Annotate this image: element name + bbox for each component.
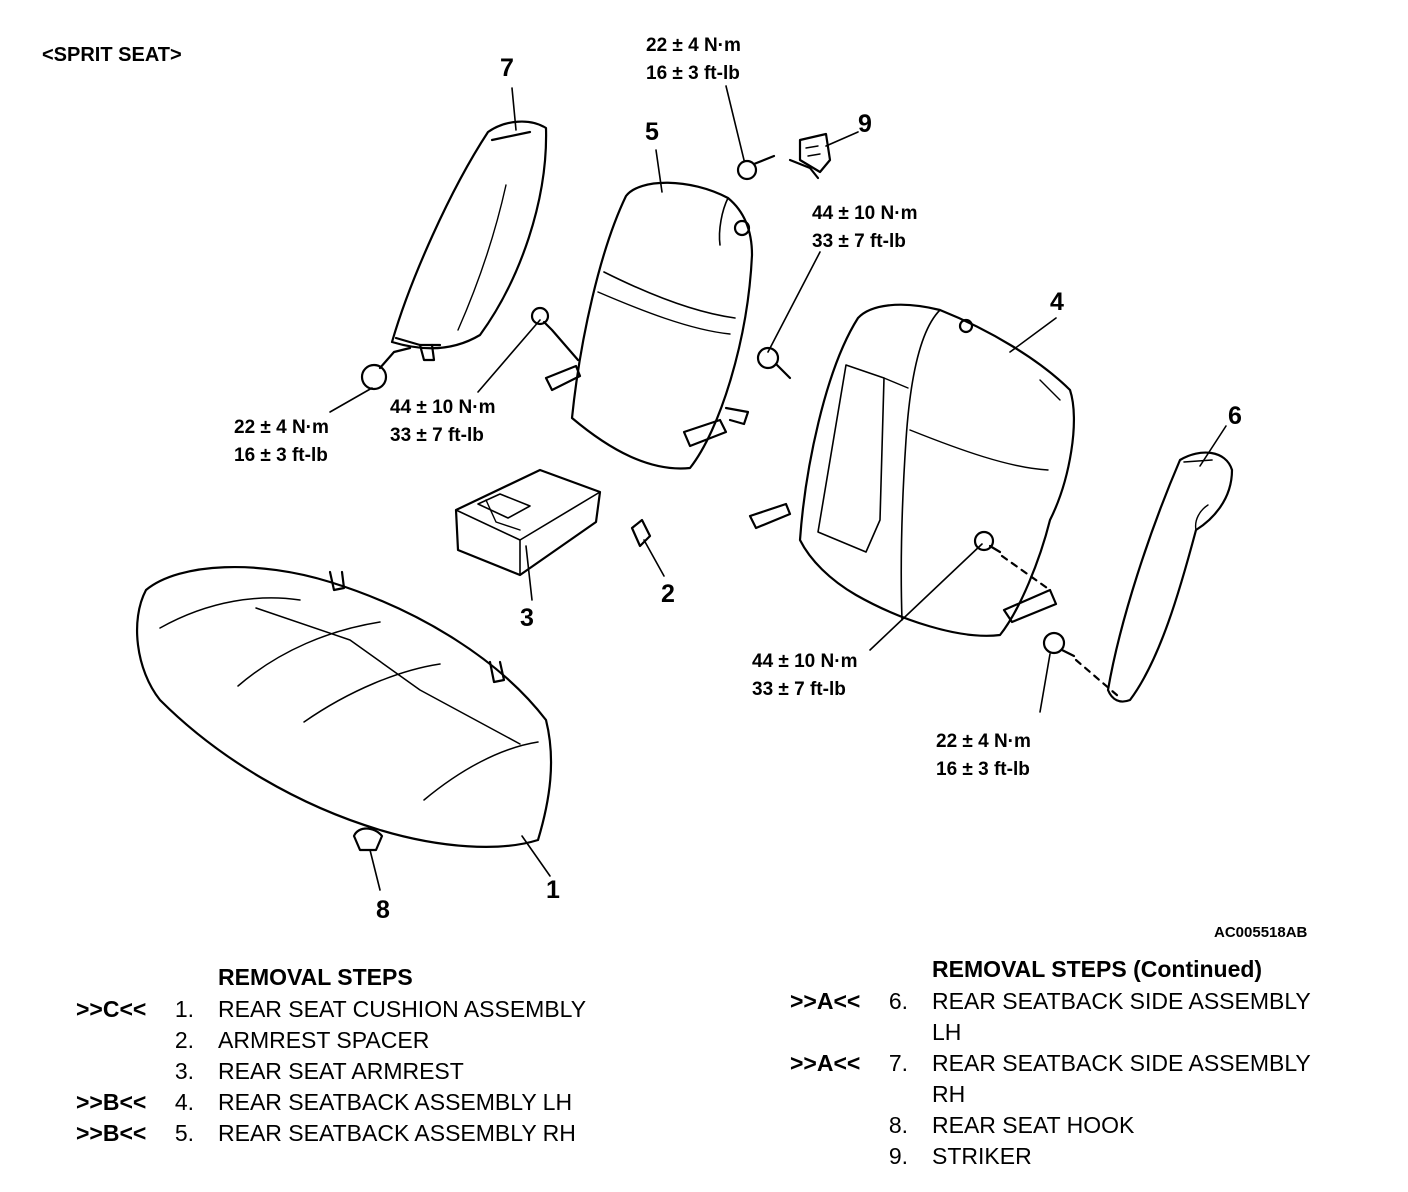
torque-metric: 44 ± 10 N·m [812, 203, 918, 224]
bolt-left-mid [530, 306, 580, 362]
seatback-side-rh-part [390, 120, 548, 362]
step-number: 5. [174, 1120, 194, 1146]
torque-striker-bolt: 22 ± 4 N·m 16 ± 3 ft-lb [646, 32, 741, 88]
torque-top-right: 44 ± 10 N·m 33 ± 7 ft-lb [812, 200, 917, 256]
step-text: REAR SEAT ARMREST [218, 1058, 464, 1084]
callout-6: 6 [1228, 402, 1242, 430]
step-mark: >>C<< [76, 996, 147, 1022]
seat-hook-part [352, 827, 384, 852]
diagram-title: <SPRIT SEAT> [42, 44, 182, 66]
torque-imperial: 33 ± 7 ft-lb [390, 425, 484, 446]
seatback-lh-part [748, 303, 1076, 637]
bolt-lower-center [973, 530, 1052, 592]
striker-bolt [736, 154, 776, 181]
callout-4: 4 [1050, 288, 1064, 316]
seat-cushion-part [136, 565, 553, 848]
torque-imperial: 16 ± 3 ft-lb [936, 759, 1030, 780]
step-mark: >>B<< [76, 1089, 147, 1115]
armrest-spacer-part [630, 518, 652, 548]
exploded-seat-diagram [136, 85, 1234, 891]
removal-steps-heading: REMOVAL STEPS [218, 964, 413, 990]
step-number: 8. [888, 1112, 908, 1138]
torque-center-low: 44 ± 10 N·m 33 ± 7 ft-lb [752, 648, 857, 704]
step-number: 7. [888, 1050, 908, 1076]
callout-1: 1 [546, 876, 560, 904]
bolt-left-low [360, 346, 412, 391]
torque-imperial: 33 ± 7 ft-lb [752, 679, 846, 700]
bolt-lower-right [1042, 631, 1120, 698]
step-number: 9. [888, 1143, 908, 1169]
step-number: 1. [174, 996, 194, 1022]
callout-2: 2 [661, 580, 675, 608]
seatback-side-lh-part [1106, 451, 1234, 703]
striker-part [788, 132, 832, 180]
callout-3: 3 [520, 604, 534, 632]
torque-imperial: 16 ± 3 ft-lb [646, 63, 740, 84]
torque-metric: 22 ± 4 N·m [936, 731, 1031, 752]
callout-5: 5 [645, 118, 659, 146]
step-mark: >>B<< [76, 1120, 147, 1146]
callout-9: 9 [858, 110, 872, 138]
torque-left-mid: 44 ± 10 N·m 33 ± 7 ft-lb [390, 394, 495, 450]
step-text: STRIKER [932, 1143, 1032, 1169]
torque-metric: 44 ± 10 N·m [390, 397, 496, 418]
torque-right-low: 22 ± 4 N·m 16 ± 3 ft-lb [936, 728, 1031, 784]
removal-steps-continued-heading: REMOVAL STEPS (Continued) [932, 956, 1263, 982]
torque-metric: 22 ± 4 N·m [234, 417, 329, 438]
step-text: REAR SEATBACK SIDE ASSEMBLY [932, 1050, 1311, 1076]
step-text: ARMREST SPACER [218, 1027, 430, 1053]
step-number: 3. [174, 1058, 194, 1084]
step-text: REAR SEAT CUSHION ASSEMBLY [218, 996, 587, 1022]
seatback-rh-part [544, 181, 754, 470]
torque-metric: 44 ± 10 N·m [752, 651, 858, 672]
figure-code: AC005518AB [1214, 924, 1308, 941]
torque-imperial: 16 ± 3 ft-lb [234, 445, 328, 466]
torque-imperial: 33 ± 7 ft-lb [812, 231, 906, 252]
step-mark: >>A<< [790, 1050, 861, 1076]
step-text: REAR SEATBACK ASSEMBLY LH [218, 1089, 573, 1115]
step-number: 2. [174, 1027, 194, 1053]
step-text-line2: LH [932, 1019, 962, 1045]
step-number: 4. [174, 1089, 194, 1115]
callout-8: 8 [376, 896, 390, 924]
step-text: REAR SEATBACK ASSEMBLY RH [218, 1120, 576, 1146]
callout-7: 7 [500, 54, 514, 82]
step-text-line2: RH [932, 1081, 966, 1107]
torque-left-low: 22 ± 4 N·m 16 ± 3 ft-lb [234, 414, 329, 470]
torque-metric: 22 ± 4 N·m [646, 35, 741, 56]
step-text: REAR SEAT HOOK [932, 1112, 1135, 1138]
step-number: 6. [888, 988, 908, 1014]
armrest-part [454, 468, 602, 577]
leader-lines [329, 85, 1227, 891]
step-text: REAR SEATBACK SIDE ASSEMBLY [932, 988, 1311, 1014]
bolt-center-right [756, 346, 792, 380]
step-mark: >>A<< [790, 988, 861, 1014]
